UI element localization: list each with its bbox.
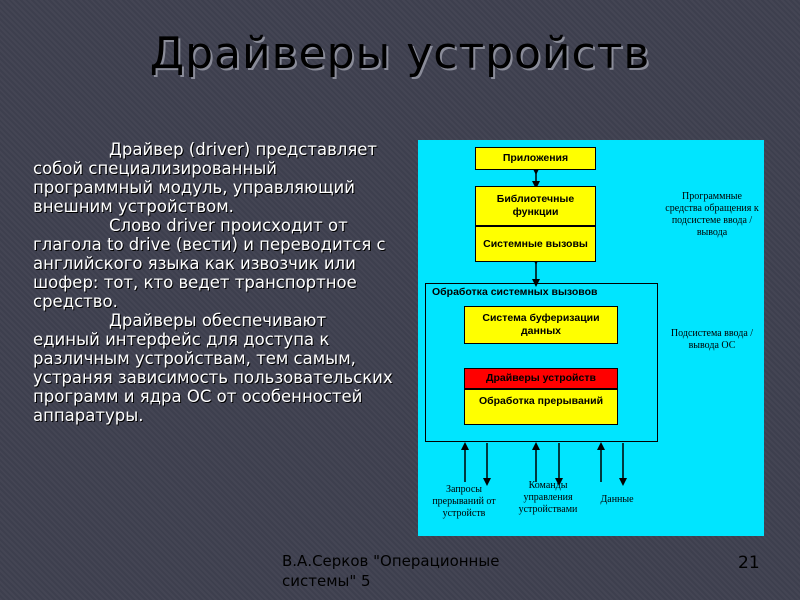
syscall-processing-frame <box>425 283 658 442</box>
body-text: Драйвер (driver) представляет собой спец… <box>33 140 393 425</box>
paragraph-unified-interface: Драйверы обеспечивают единый интерфейс д… <box>33 311 393 425</box>
footer-author: В.А.Серков "Операционные системы" 5 <box>282 552 500 590</box>
device-drivers-box: Драйверы устройств <box>464 368 618 389</box>
label-device-commands: Команды управления устройствами <box>518 480 578 515</box>
note-io-subsystem: Подсистема ввода / вывода ОС <box>670 328 754 351</box>
slide-title: Драйверы устройств <box>149 28 651 79</box>
system-calls-box: Системные вызовы <box>475 226 596 262</box>
note-software-means: Программные средства обращения к подсист… <box>665 191 759 238</box>
label-interrupt-requests: Запросы прерываний от устройств <box>432 484 496 519</box>
buffering-system-box: Система буферизации данных <box>464 306 618 344</box>
diagram-arrows <box>461 167 627 486</box>
interrupt-handling-box: Обработка прерываний <box>464 389 618 425</box>
library-functions-box: Библиотечные функции <box>475 186 596 226</box>
paragraph-driver-definition: Драйвер (driver) представляет собой спец… <box>33 140 378 216</box>
io-subsystem-diagram: Приложения Библиотечные функции Системны… <box>418 140 764 536</box>
label-data: Данные <box>600 494 634 505</box>
applications-box: Приложения <box>475 147 596 170</box>
syscall-processing-label: Обработка системных вызовов <box>432 286 598 298</box>
paragraph-word-origin: Слово driver происходит от глагола to dr… <box>33 216 386 311</box>
page-number: 21 <box>738 553 760 573</box>
